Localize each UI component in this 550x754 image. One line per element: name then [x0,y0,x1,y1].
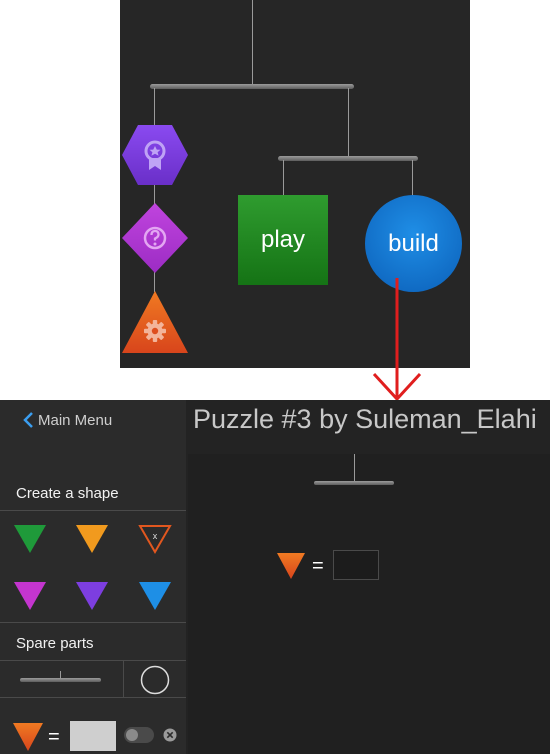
chain-string-1 [154,184,155,204]
puzzle-builder: = Puzzle #3 by Suleman_Elahi Main Menu C… [0,400,550,754]
main-menu-mobile: play build [120,0,470,368]
workspace-equals: = [312,555,324,577]
equation-toggle[interactable] [124,727,154,743]
main-menu-back-button[interactable]: Main Menu [22,410,112,430]
question-icon [143,226,167,250]
award-icon [144,140,166,170]
puzzle-title: Puzzle #3 by Suleman_Elahi [193,404,537,434]
chain-string-2 [154,272,155,292]
build-button[interactable]: build [365,195,462,292]
equation-triangle-icon [13,723,43,751]
orange-triangle-button[interactable] [75,524,109,554]
red-arrow-annotation [372,278,422,402]
spare-divider-vertical [123,661,124,697]
divider [0,510,186,511]
play-button[interactable]: play [238,195,328,285]
gear-icon [144,320,166,342]
workspace-string [354,454,355,482]
build-string [412,160,413,196]
close-icon[interactable] [163,728,177,742]
workspace-triangle-shape[interactable] [276,552,306,580]
back-label: Main Menu [38,411,113,429]
magenta-triangle-button[interactable] [13,581,47,611]
blue-triangle-button[interactable] [138,581,172,611]
x-mark: x [153,531,158,541]
divider [0,660,186,661]
left-string [154,88,155,126]
divider [0,622,186,623]
spare-bar-button[interactable] [0,661,123,697]
achievements-hexagon-button[interactable] [121,124,189,186]
back-chevron-icon [23,412,33,428]
workspace-bar[interactable] [314,481,394,485]
top-mobile-bar [150,84,354,89]
spare-parts-heading: Spare parts [16,635,94,652]
play-string [283,160,284,196]
outline-triangle-button[interactable]: x [138,524,172,554]
sub-mobile-bar [278,156,418,161]
purple-triangle-button[interactable] [75,581,109,611]
equation-value-input[interactable] [70,721,116,751]
right-string [348,88,349,158]
settings-triangle-button[interactable] [121,290,189,354]
top-string [252,0,253,86]
shape-sidebar: Main Menu Create a shape x Spare parts [0,400,186,754]
spare-circle-button[interactable] [140,665,170,695]
green-triangle-button[interactable] [13,524,47,554]
toggle-knob [126,729,138,741]
puzzle-workspace: = [188,454,550,754]
divider [0,697,186,698]
spare-bar-string [60,671,61,679]
equation-equals: = [48,726,60,748]
help-diamond-button[interactable] [121,202,189,274]
create-shape-heading: Create a shape [16,485,119,502]
spare-bar-icon [20,678,101,682]
workspace-answer-box[interactable] [333,550,379,580]
